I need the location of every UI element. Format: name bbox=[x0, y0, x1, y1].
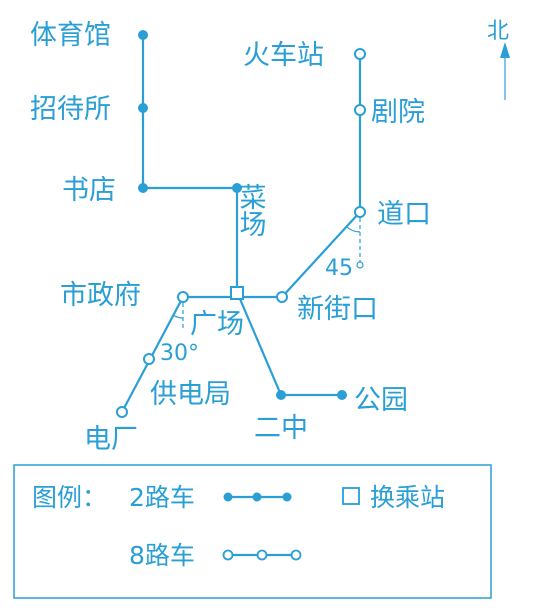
station-label-erzhong: 二中 bbox=[254, 413, 308, 444]
station-label-juyuan: 剧院 bbox=[371, 97, 425, 128]
station-label-zhaodaisuo: 招待所 bbox=[30, 94, 111, 125]
north-arrow-icon bbox=[500, 42, 510, 58]
route-2-stop-shudian bbox=[138, 183, 148, 193]
route-8-stop-daokou bbox=[354, 206, 366, 218]
station-label-tiyuguan: 体育馆 bbox=[30, 20, 111, 51]
transfer-station-guangchang bbox=[230, 286, 244, 300]
station-label-daokou: 道口 bbox=[377, 199, 431, 230]
route-2-stop-tiyuguan bbox=[138, 30, 148, 40]
legend-route-8-label: 8路车 bbox=[129, 541, 195, 570]
legend-transfer-icon bbox=[342, 487, 360, 505]
legend-transfer-label: 换乘站 bbox=[370, 483, 445, 512]
route-8-stop-juyuan bbox=[354, 104, 366, 116]
station-label-gongyuan: 公园 bbox=[354, 385, 408, 416]
guangchang-angle-label: 30° bbox=[160, 341, 199, 366]
legend-route-8-dot-1 bbox=[222, 549, 234, 561]
legend-title: 图例： bbox=[32, 483, 107, 512]
station-label-huochezhan: 火车站 bbox=[243, 40, 324, 71]
daokou-angle-reference-end bbox=[356, 261, 364, 269]
legend-route-2-dot-3 bbox=[282, 492, 292, 502]
route-8-stop-xinjiekou bbox=[276, 291, 288, 303]
north-label: 北 bbox=[487, 19, 509, 44]
route-8-stop-huochezhan bbox=[354, 48, 366, 60]
legend-box bbox=[13, 464, 492, 599]
legend-route-8-dot-2 bbox=[256, 549, 268, 561]
route-8-stop-dianchang bbox=[116, 406, 128, 418]
legend-route-2-dot-2 bbox=[252, 492, 262, 502]
guangchang-angle-arc bbox=[172, 314, 184, 319]
legend-route-8-dot-3 bbox=[290, 549, 302, 561]
station-label-guangchang: 广场 bbox=[190, 309, 244, 340]
daokou-angle-arc bbox=[345, 225, 361, 233]
station-label-cai: 菜场 bbox=[235, 183, 267, 237]
legend-route-2-label: 2路车 bbox=[129, 483, 195, 512]
station-label-gongdianju: 供电局 bbox=[150, 379, 231, 410]
route-8-stop-shizhengfu bbox=[177, 291, 189, 303]
legend-route-2-dot-1 bbox=[223, 492, 233, 502]
station-label-xinjiekou: 新街口 bbox=[297, 294, 378, 325]
station-label-shizhengfu: 市政府 bbox=[60, 280, 141, 311]
route-8-stop-gongdianju bbox=[143, 353, 155, 365]
route-2-stop-erzhong bbox=[276, 390, 286, 400]
route-2-stop-caichang bbox=[232, 183, 242, 193]
station-label-dianchang: 电厂 bbox=[84, 424, 138, 455]
route-2-stop-zhaodaisuo bbox=[138, 103, 148, 113]
daokou-angle-label: 45 bbox=[325, 256, 353, 281]
route-2-stop-gongyuan bbox=[337, 390, 347, 400]
station-label-shudian: 书店 bbox=[62, 175, 116, 206]
